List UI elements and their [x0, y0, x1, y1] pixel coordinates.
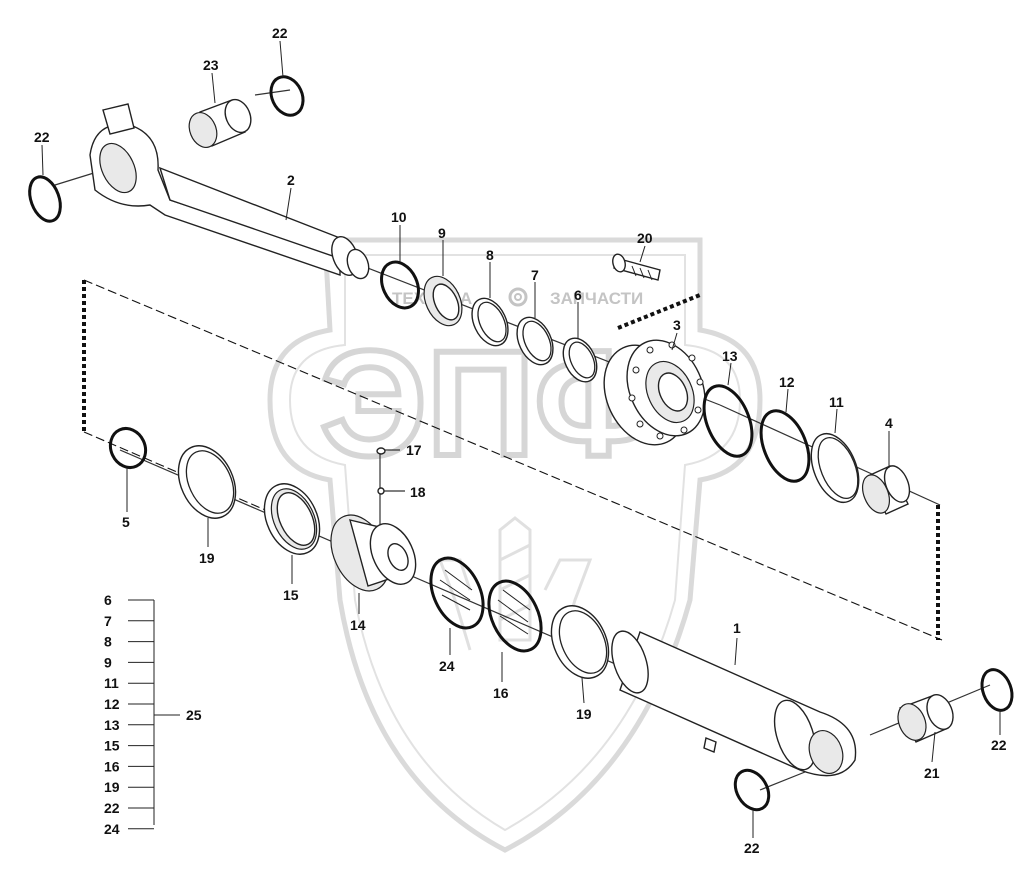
- callout-5: 5: [122, 514, 130, 530]
- seal-15[interactable]: [254, 475, 331, 563]
- seal-kit-item: 22: [104, 800, 120, 816]
- callout-4: 4: [885, 415, 893, 431]
- seal-7[interactable]: [510, 312, 560, 371]
- seal-kit-item: 11: [104, 675, 119, 691]
- wear-ring-19-right[interactable]: [540, 597, 619, 688]
- callout-22-right: 22: [991, 737, 1007, 753]
- callout-20: 20: [637, 230, 653, 246]
- seal-kit-item: 6: [104, 592, 112, 608]
- callout-11: 11: [829, 394, 844, 410]
- seal-11[interactable]: [802, 427, 868, 509]
- piston-14[interactable]: [320, 506, 425, 600]
- watermark-right-text: ЗАПЧАСТИ: [550, 289, 643, 308]
- watermark-gear-icon: [508, 287, 528, 307]
- seal-10[interactable]: [374, 256, 425, 314]
- callout-9: 9: [438, 225, 446, 241]
- bushing-21[interactable]: [893, 691, 958, 745]
- seal-ring-22-top-left[interactable]: [24, 173, 66, 226]
- watermark-shield-outline: [267, 237, 763, 853]
- callout-18: 18: [410, 484, 426, 500]
- seal-kit-item: 24: [104, 821, 120, 837]
- callout-16: 16: [493, 685, 509, 701]
- callout-24: 24: [439, 658, 455, 674]
- piston-rod-2[interactable]: [89, 103, 373, 282]
- seal-kit-item: 9: [104, 654, 112, 670]
- callout-22-top: 22: [272, 25, 288, 41]
- callout-15: 15: [283, 587, 299, 603]
- callout-2: 2: [287, 172, 295, 188]
- callout-7: 7: [531, 267, 539, 283]
- seal-kit-item: 19: [104, 779, 120, 795]
- seal-ring-22-bottom[interactable]: [729, 764, 776, 815]
- seal-kit-25: 6 7 8 9 11 12 13 15 16 19 22 24 25: [104, 592, 202, 837]
- seal-kit-item: 7: [104, 613, 112, 629]
- seal-kit-item: 13: [104, 717, 120, 733]
- callout-14: 14: [350, 617, 366, 633]
- callout-22-top-left: 22: [34, 129, 50, 145]
- callout-13: 13: [722, 348, 738, 364]
- callout-21: 21: [924, 765, 940, 781]
- wear-ring-19-left[interactable]: [167, 437, 246, 528]
- bushing-4[interactable]: [857, 462, 914, 517]
- seal-kit-item: 12: [104, 696, 120, 712]
- seal-kit-item: 15: [104, 738, 120, 754]
- dashed-group-boundary: [82, 279, 943, 641]
- callout-6: 6: [574, 287, 582, 303]
- cylinder-head-3[interactable]: [589, 327, 720, 458]
- cylinder-barrel-1[interactable]: [605, 627, 857, 779]
- seal-16[interactable]: [479, 573, 552, 660]
- callout-17: 17: [406, 442, 422, 458]
- callout-labels: 22 23 22 2 10 9 8 7 6 20 3 13 12 11 4 17…: [34, 25, 1007, 856]
- callout-leaders: [41, 40, 1001, 838]
- seal-13[interactable]: [695, 379, 762, 463]
- callout-1: 1: [733, 620, 741, 636]
- seal-24[interactable]: [421, 550, 494, 637]
- seal-kit-item: 8: [104, 634, 112, 650]
- callout-12: 12: [779, 374, 795, 390]
- ring-5[interactable]: [104, 423, 152, 474]
- seal-ring-22-top[interactable]: [265, 72, 309, 121]
- seal-12[interactable]: [752, 404, 819, 488]
- callout-8: 8: [486, 247, 494, 263]
- seal-ring-22-right[interactable]: [977, 665, 1018, 714]
- seal-6[interactable]: [557, 333, 604, 387]
- seal-9[interactable]: [417, 270, 470, 331]
- callout-10: 10: [391, 209, 407, 225]
- watermark-shield-inner: [288, 254, 742, 832]
- seal-kit-number: 25: [186, 707, 202, 723]
- callout-3: 3: [673, 317, 681, 333]
- callout-19-left: 19: [199, 550, 215, 566]
- callout-19-right: 19: [576, 706, 592, 722]
- callout-22-bottom: 22: [744, 840, 760, 856]
- bushing-23[interactable]: [184, 96, 255, 152]
- bolt-20[interactable]: [611, 253, 661, 281]
- seal-8[interactable]: [465, 293, 515, 352]
- callout-23: 23: [203, 57, 219, 73]
- ball-18[interactable]: [377, 487, 385, 495]
- seal-kit-item: 16: [104, 758, 120, 774]
- screw-17[interactable]: [376, 447, 386, 455]
